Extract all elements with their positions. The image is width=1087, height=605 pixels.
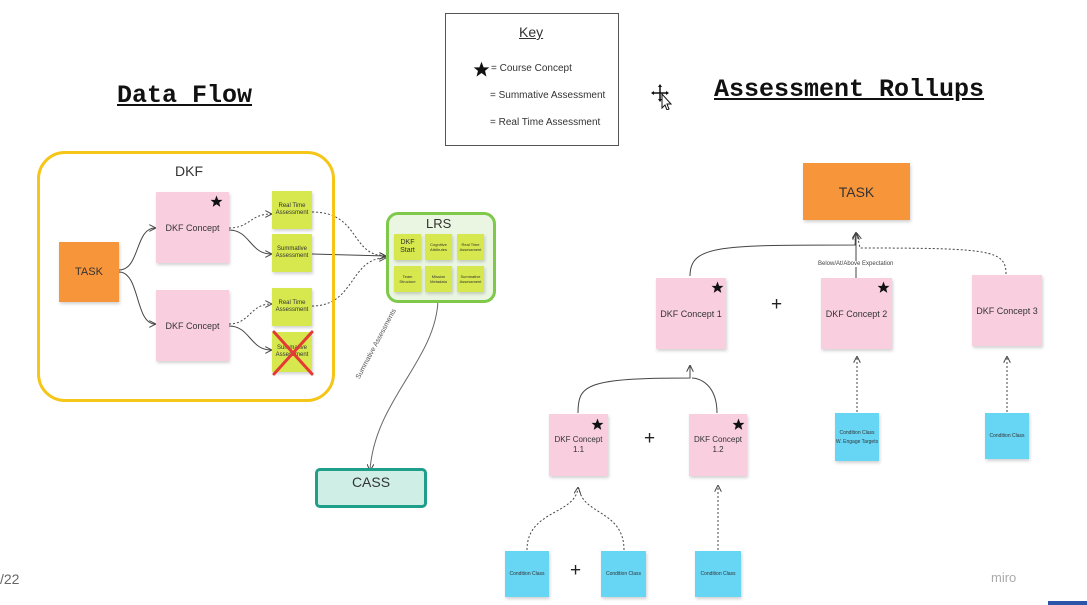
cass-node: CASS: [315, 468, 427, 508]
condition-class-2: Condition Class W. Engage Targets: [835, 413, 879, 461]
rollup-edge-label: Below/At/Above Expectation: [818, 261, 894, 267]
lrs-label: LRS: [426, 216, 452, 231]
df-concept-a-label: DKF Concept: [165, 222, 220, 233]
df-realtime-1: Real Time Assessment: [272, 191, 312, 229]
rollup-concept-1: DKF Concept 1: [656, 278, 726, 349]
key-panel: Key = Course Concept = Summative Assessm…: [445, 13, 619, 146]
lrs-note-cognitive: Cognitive Attributes: [425, 234, 452, 260]
lrs-note-team: Team Structure: [394, 266, 421, 292]
df-task-note: TASK: [59, 242, 119, 302]
rollup-concept-3: DKF Concept 3: [972, 275, 1042, 346]
plus-operator: +: [771, 294, 783, 315]
rollup-concept-2: DKF Concept 2: [821, 278, 892, 349]
star-icon: [732, 418, 745, 430]
df-concept-b: DKF Concept: [156, 290, 229, 361]
key-summative: = Summative Assessment: [490, 90, 606, 101]
key-title: Key: [519, 24, 544, 40]
star-icon: [473, 61, 490, 77]
condition-class-3: Condition Class: [985, 413, 1029, 459]
condition-class-2-label: Condition Class: [839, 429, 875, 436]
condition-class-b: Condition Class: [601, 551, 646, 597]
date-fragment: /22: [0, 571, 20, 587]
star-icon: [591, 418, 604, 430]
df-realtime-2: Real Time Assessment: [272, 288, 312, 326]
condition-class-2-sub: W. Engage Targets: [835, 438, 879, 445]
plus-operator: +: [570, 560, 582, 581]
lrs-note-mission: Mission Metadata: [425, 266, 452, 292]
cass-label: CASS: [351, 474, 391, 490]
star-icon: [711, 281, 724, 293]
dkf-label: DKF: [175, 163, 203, 179]
condition-class-c: Condition Class: [695, 551, 741, 597]
df-summative-1: Summative Assessment: [272, 234, 312, 272]
bottom-bar: [1048, 601, 1087, 605]
miro-brand-label: miro: [991, 570, 1017, 585]
df-concept-b-label: DKF Concept: [165, 320, 220, 331]
star-icon: [210, 195, 223, 207]
move-cursor-icon: [651, 84, 673, 110]
plus-operator: +: [644, 428, 656, 449]
assessment-rollups-title: Assessment Rollups: [714, 75, 985, 104]
key-real-time: = Real Time Assessment: [490, 117, 601, 128]
cross-out-icon: [272, 330, 314, 376]
star-icon: [877, 281, 890, 293]
condition-class-a: Condition Class: [505, 551, 549, 597]
lrs-note-realtime: Real Time Assessment: [457, 234, 484, 260]
lrs-note-summative: Summative Assessment: [457, 266, 484, 292]
dkf-container: [37, 151, 335, 402]
rollup-task-note: TASK: [803, 163, 910, 220]
data-flow-title: Data Flow: [117, 81, 253, 110]
lrs-note-dkf-start: DKF Start: [394, 234, 421, 260]
key-course-concept: = Course Concept: [491, 63, 572, 74]
